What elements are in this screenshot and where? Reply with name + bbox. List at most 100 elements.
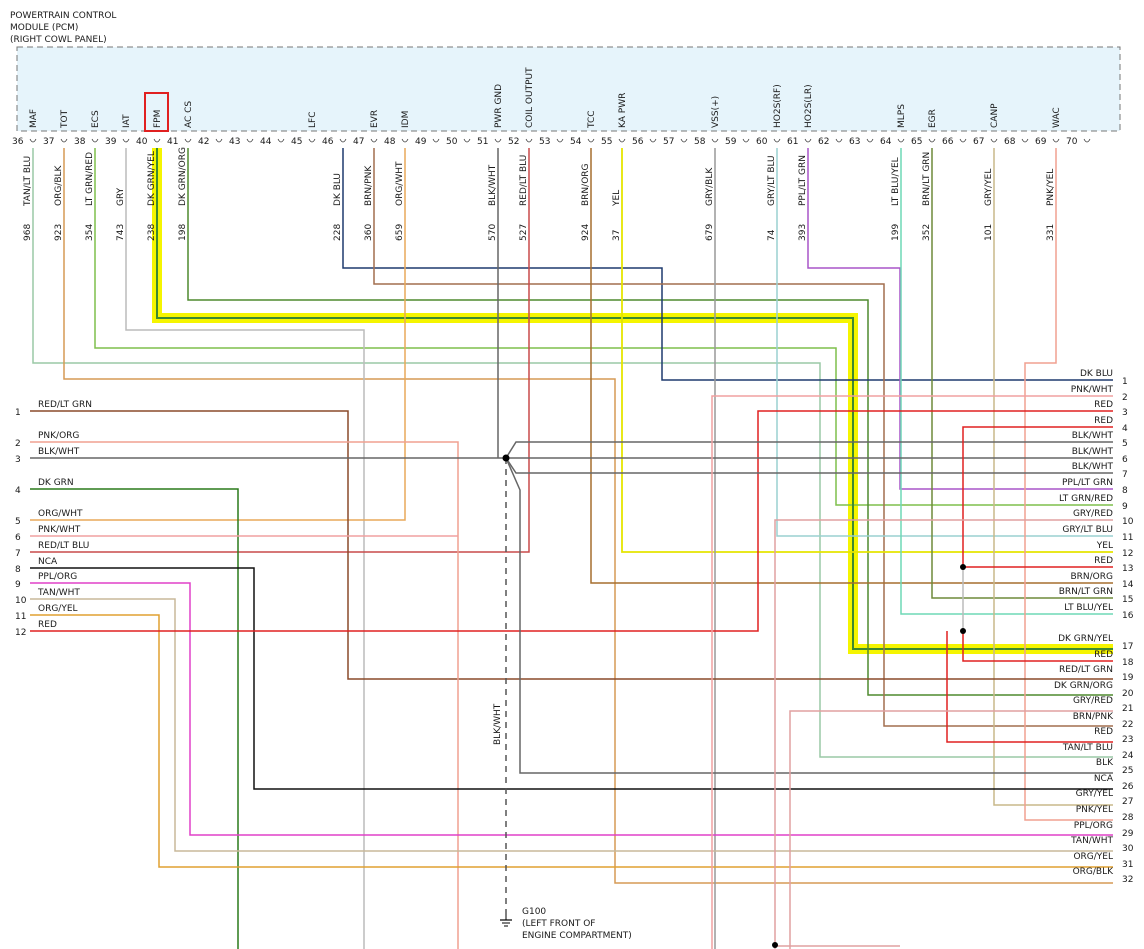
- wire: [962, 631, 1113, 662]
- circuit-number-label: 924: [581, 224, 591, 241]
- connector-wire-label: GRY/RED: [1073, 509, 1113, 519]
- wire-color-label: DK BLU: [333, 173, 343, 206]
- pin-function-label: VSS(+): [711, 96, 721, 128]
- left-connector-pin-6: 6 PNK/WHT: [15, 525, 81, 543]
- connector-pin-number: 6: [1122, 455, 1128, 465]
- connector-pin-number: 6: [15, 533, 21, 543]
- connector-wire-label: BLK/WHT: [1072, 431, 1114, 441]
- circuit-number-label: 968: [23, 224, 33, 241]
- wire-color-label: ORG/BLK: [54, 164, 64, 206]
- wire: [590, 148, 1113, 584]
- pin-number: 45: [291, 137, 302, 147]
- connector-wire-label: GRY/LT BLU: [1062, 525, 1113, 535]
- connector-wire-label: PNK/YEL: [1076, 805, 1113, 815]
- wire: [789, 710, 1113, 949]
- connector-pin-number: 18: [1122, 658, 1134, 668]
- connector-wire-label: YEL: [1096, 541, 1113, 551]
- connector-wire-label: BLK: [1096, 758, 1114, 768]
- wire-color-label: BRN/PNK: [364, 165, 374, 206]
- pin-terminal-icon: [928, 138, 936, 143]
- circuit-number-label: 743: [116, 224, 126, 241]
- wire: [30, 598, 1113, 852]
- circuit-number-label: 198: [178, 224, 188, 241]
- wire: [993, 148, 1113, 806]
- title-line-3: (RIGHT COWL PANEL): [10, 35, 107, 45]
- connector-wire-label: RED/LT GRN: [1059, 665, 1113, 675]
- pin-number: 64: [880, 137, 892, 147]
- pin-function-label: HO2S(RF): [773, 84, 783, 128]
- wire: [776, 148, 1113, 537]
- splice-dot: [960, 628, 966, 634]
- pin-66: 66: [942, 137, 967, 147]
- connector-pin-number: 32: [1122, 875, 1133, 885]
- pin-function-label: PWR GND: [494, 84, 504, 128]
- circuit-number-label: 37: [612, 230, 622, 241]
- pin-number: 58: [694, 137, 706, 147]
- pin-number: 62: [818, 137, 829, 147]
- connector-wire-label: RED/LT BLU: [38, 541, 89, 551]
- pin-number: 38: [74, 137, 86, 147]
- connector-wire-label: BRN/PNK: [1073, 712, 1114, 722]
- splice-dot: [772, 942, 778, 948]
- pin-terminal-icon: [525, 138, 533, 143]
- connector-pin-number: 1: [1122, 377, 1128, 387]
- connector-wire-label: PPL/ORG: [38, 572, 77, 582]
- pin-terminal-icon: [246, 138, 254, 143]
- pin-terminal-icon: [835, 138, 843, 143]
- pin-43: 43: [229, 137, 254, 147]
- fpm-highlight-box: [144, 92, 169, 132]
- wire: [962, 426, 1113, 568]
- pin-function-label: TOT: [60, 109, 70, 129]
- connector-wire-label: TAN/WHT: [1070, 836, 1113, 846]
- pin-number: 43: [229, 137, 240, 147]
- circuit-number-label: 238: [147, 224, 157, 241]
- pin-function-label: IDM: [401, 111, 411, 128]
- connector-wire-label: ORG/YEL: [1073, 852, 1113, 862]
- pin-number: 39: [105, 137, 117, 147]
- ground-splice: BLK/WHT G100 (LEFT FRONT OF ENGINE COMPA…: [493, 454, 632, 941]
- wire-color-label: BRN/LT GRN: [922, 152, 932, 206]
- pin-number: 46: [322, 137, 334, 147]
- pin-terminal-icon: [29, 138, 37, 143]
- pin-terminal-icon: [91, 138, 99, 143]
- connector-pin-number: 21: [1122, 704, 1133, 714]
- wire: [505, 441, 1113, 459]
- circuit-number-label: 923: [54, 224, 64, 241]
- pin-terminal-icon: [463, 138, 471, 143]
- wire: [32, 148, 1113, 758]
- circuit-number-label: 360: [364, 224, 374, 241]
- pin-function-label: HO2S(LR): [804, 84, 814, 128]
- connector-wire-label: PPL/LT GRN: [1062, 478, 1113, 488]
- wire: [30, 614, 1113, 868]
- pin-function-label: LFC: [308, 112, 318, 128]
- connector-wire-label: RED: [1094, 727, 1113, 737]
- connector-pin-number: 24: [1122, 751, 1134, 761]
- wire: [373, 148, 1113, 727]
- connector-wire-label: PPL/ORG: [1074, 821, 1113, 831]
- connector-pin-number: 12: [15, 628, 26, 638]
- pin-terminal-icon: [494, 138, 502, 143]
- pin-56: 56: [632, 137, 657, 147]
- pin-number: 47: [353, 137, 364, 147]
- pin-terminal-icon: [277, 138, 285, 143]
- pin-terminal-icon: [432, 138, 440, 143]
- connector-pin-number: 12: [1122, 549, 1133, 559]
- pin-terminal-icon: [649, 138, 657, 143]
- connector-wire-label: PNK/WHT: [38, 525, 81, 535]
- ground-desc-2: ENGINE COMPARTMENT): [522, 931, 632, 941]
- pin-terminal-icon: [339, 138, 347, 143]
